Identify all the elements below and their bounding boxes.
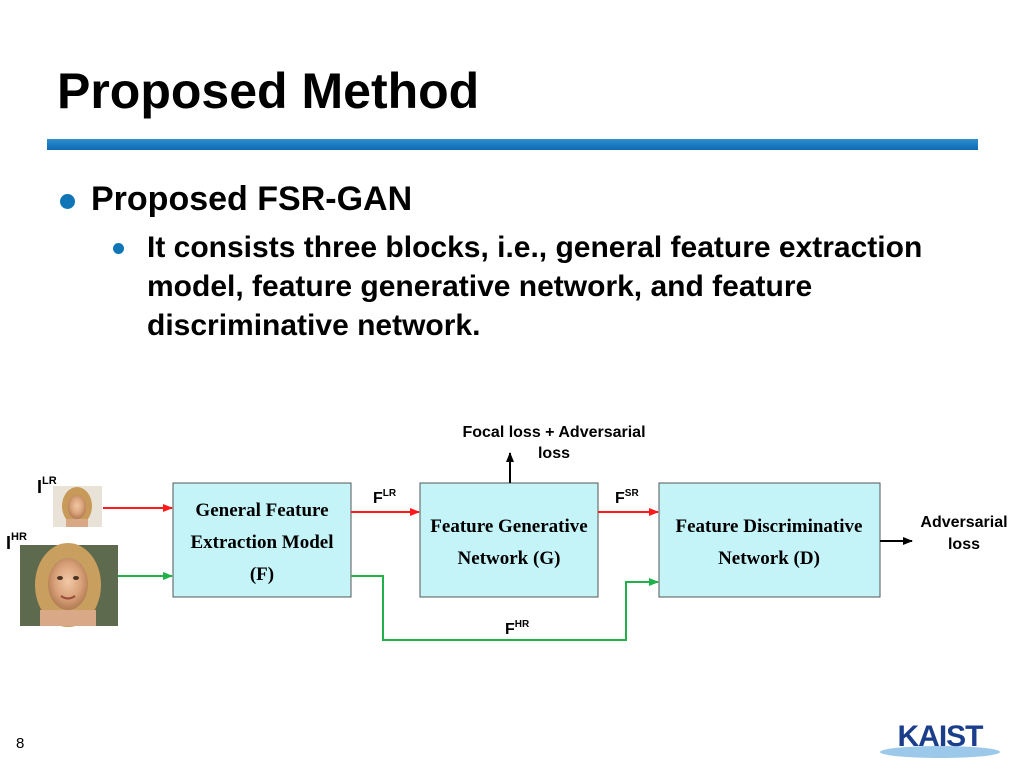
input-lr-label: ILR [37, 475, 57, 497]
page-number: 8 [16, 735, 25, 752]
bullet-dot [113, 243, 124, 254]
feature-extraction-block [172, 482, 352, 598]
extraction-block-line1: General Feature [195, 500, 328, 521]
f-sr-label: FSR [615, 488, 639, 507]
lr-face-image [53, 486, 102, 527]
feature-discriminative-block [658, 482, 881, 598]
feature-generative-block [419, 482, 599, 598]
generative-block-line2: Network (G) [458, 548, 561, 569]
kaist-logo-text: KAIST [898, 720, 984, 753]
f-hr-label: FHR [505, 619, 530, 638]
loss-right-line2: loss [948, 536, 980, 553]
f-hr-path [351, 575, 659, 641]
bullet-level1: Proposed FSR-GAN [60, 180, 413, 218]
generative-block-line1: Feature Generative [430, 516, 587, 537]
title-rule [47, 139, 978, 150]
bullet-level1-text: Proposed FSR-GAN [91, 180, 413, 218]
loss-right-line1: Adversarial [920, 514, 1007, 531]
extraction-block-line2: Extraction Model [190, 532, 333, 553]
kaist-logo: KAIST [880, 720, 1000, 758]
slide-title: Proposed Method [57, 63, 480, 119]
hr-face-image [20, 543, 118, 627]
bullet-dot [60, 194, 75, 209]
extraction-block-line3: (F) [250, 564, 274, 585]
bullet-level2-text: It consists three blocks, i.e., general … [147, 231, 923, 342]
bullet-level2: It consists three blocks, i.e., general … [113, 228, 953, 345]
f-lr-label: FLR [373, 488, 397, 507]
loss-top-line1: Focal loss + Adversarial [462, 424, 645, 441]
loss-top-line2: loss [538, 445, 570, 462]
discriminative-block-line2: Network (D) [718, 548, 820, 569]
input-hr-label: IHR [6, 531, 27, 553]
discriminative-block-line1: Feature Discriminative [676, 516, 863, 537]
